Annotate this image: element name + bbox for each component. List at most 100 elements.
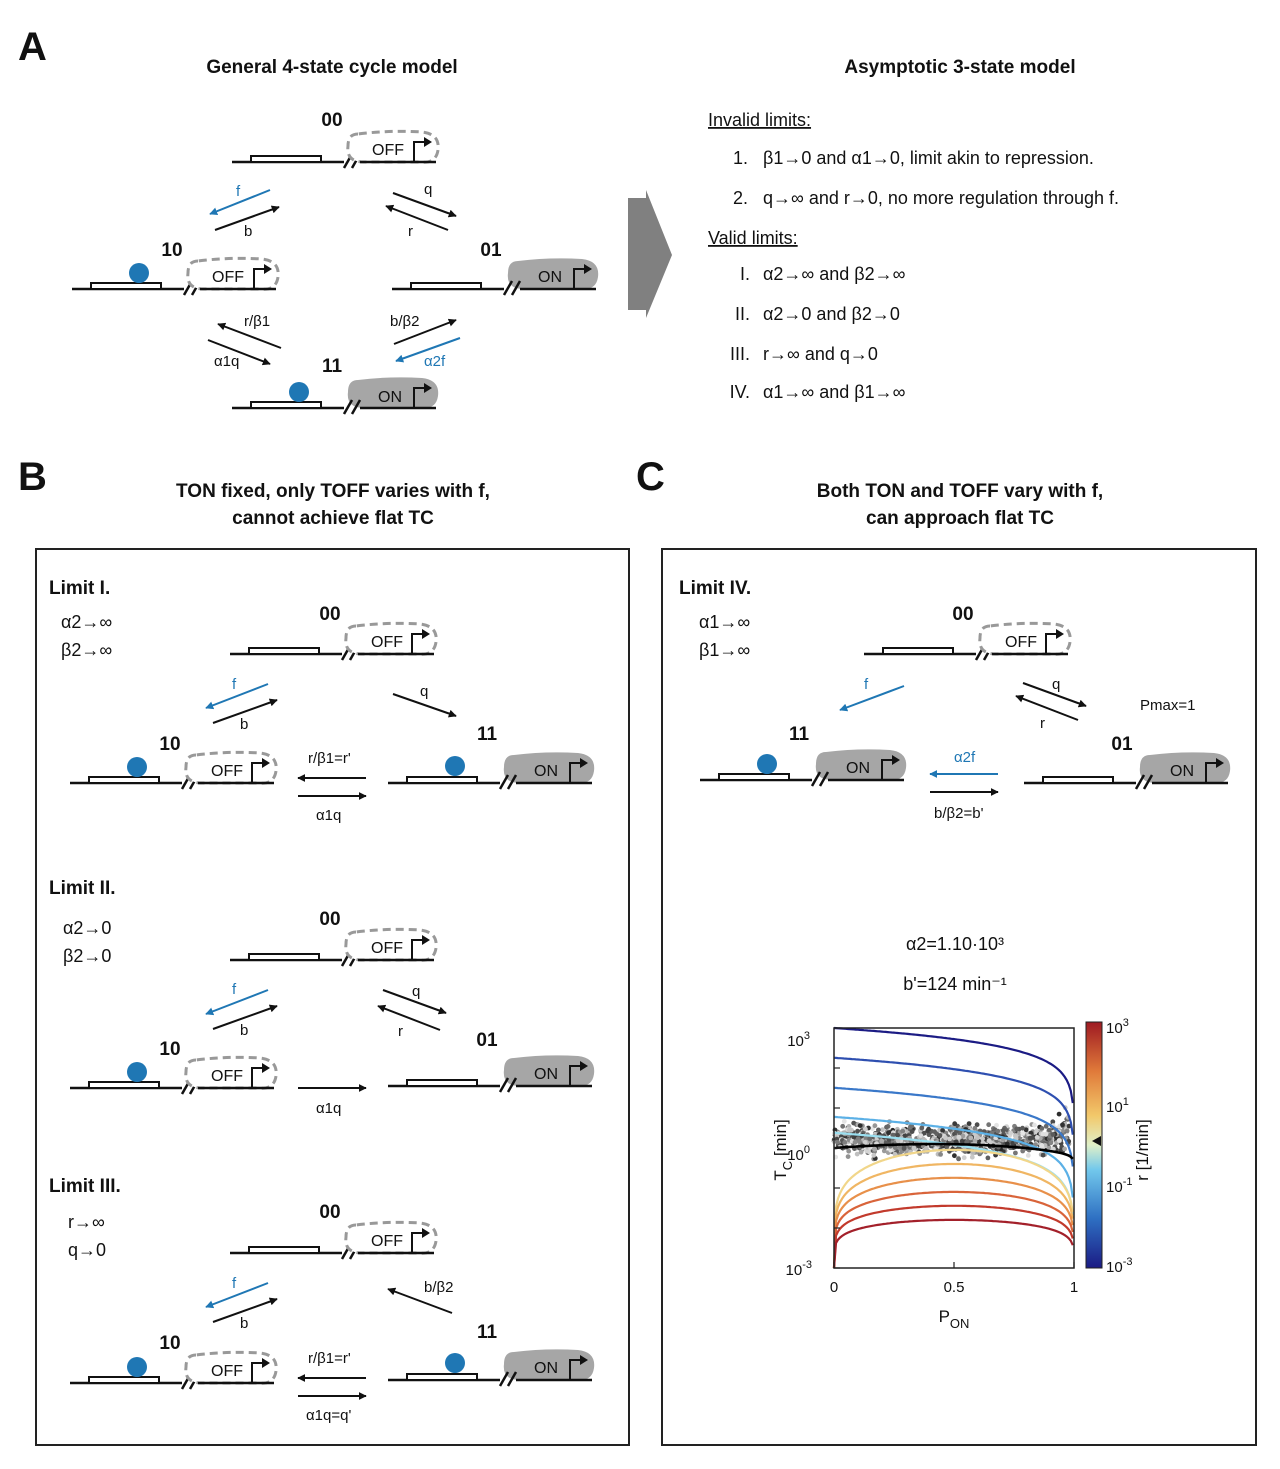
state-11: 11 — [477, 1322, 498, 1343]
scatter-point — [854, 1151, 860, 1157]
scatter-point — [972, 1138, 978, 1144]
off-label: OFF — [371, 634, 403, 651]
state-11: 11 — [477, 724, 498, 745]
scatter-point — [1040, 1131, 1046, 1137]
scatter-point — [1050, 1132, 1056, 1137]
scatter-point — [1010, 1140, 1016, 1146]
data-scatter — [831, 1105, 1072, 1162]
scatter-point — [872, 1146, 878, 1152]
scatter-point — [1000, 1128, 1006, 1133]
scatter-point — [1030, 1135, 1036, 1140]
scatter-point — [890, 1132, 896, 1138]
scatter-point — [1043, 1123, 1049, 1129]
rate-q: q — [412, 983, 420, 1000]
on-label: ON — [534, 1360, 558, 1377]
y-tick-1e3: 103 — [787, 1030, 810, 1050]
rate-f: f — [236, 183, 241, 200]
arrow-r — [385, 204, 449, 231]
scatter-point — [1056, 1138, 1062, 1143]
state-10: 10 — [161, 240, 182, 261]
scatter-point — [841, 1118, 847, 1124]
valid-4-num: IV. — [730, 382, 750, 402]
panel-a-right-title: Asymptotic 3-state model — [844, 57, 1075, 78]
scatter-point — [1040, 1152, 1046, 1158]
param-alpha2: α2=1.10·10³ — [906, 934, 1004, 954]
scatter-point — [926, 1126, 931, 1132]
invalid-1-text: β1→0 and α1→0, limit akin to repression. — [763, 148, 1094, 168]
scatter-point — [957, 1129, 963, 1135]
scatter-point — [980, 1136, 985, 1142]
valid-3-num: III. — [730, 344, 750, 364]
scatter-point — [932, 1129, 937, 1135]
rate-b-beta2: b/β2 — [424, 1279, 453, 1296]
panel-a-left-title: General 4-state cycle model — [206, 57, 457, 78]
rate-b: b — [240, 1022, 248, 1039]
series-line — [833, 1142, 1074, 1160]
scatter-point — [1013, 1150, 1018, 1156]
scatter-point — [901, 1146, 907, 1151]
scatter-point — [886, 1130, 891, 1136]
rate-b-prime: b/β2=b' — [934, 805, 984, 822]
x-axis-label: PON — [939, 1307, 970, 1331]
transition-arrow-icon — [628, 190, 672, 318]
invalid-limits-header: Invalid limits: — [708, 110, 811, 130]
panel-a-cycle-diagram: 00 OFF 10 OFF 01 — [72, 110, 599, 415]
scatter-point — [960, 1133, 966, 1139]
scatter-point — [852, 1139, 858, 1145]
arrow-a1q — [207, 339, 271, 366]
x-tick-1: 1 — [1070, 1279, 1078, 1296]
off-label: OFF — [211, 763, 243, 780]
scatter-point — [995, 1128, 1001, 1134]
scatter-point — [1020, 1125, 1025, 1131]
scatter-point — [1020, 1131, 1026, 1136]
scatter-point — [926, 1132, 932, 1138]
series-line — [832, 1218, 1074, 1269]
scatter-point — [1060, 1122, 1065, 1128]
valid-4-text: α1→∞ and β1→∞ — [763, 382, 906, 402]
limit-i-diagram: Limit I. α2→∞ β2→∞ 00 OFF 10 OFF 11 ON — [49, 578, 595, 824]
series-line — [832, 1190, 1074, 1269]
panel-b-title-2: cannot achieve flat TC — [232, 508, 434, 529]
scatter-point — [863, 1126, 868, 1132]
limit-ii-diagram: Limit II. α2→0 β2→0 00 OFF 10 OFF 01 ON — [49, 878, 595, 1117]
scatter-point — [871, 1152, 877, 1158]
state-10: 10 — [159, 1333, 180, 1354]
limit-ii-name: Limit II. — [49, 878, 116, 899]
scatter-point — [919, 1125, 925, 1131]
valid-2-text: α2→0 and β2→0 — [763, 304, 900, 324]
scatter-point — [858, 1149, 864, 1155]
pmax-label: Pmax=1 — [1140, 697, 1195, 714]
rate-b: b — [240, 1315, 248, 1332]
arrow-q — [392, 192, 457, 218]
panel-b-title-1: TON fixed, only TOFF varies with f, — [176, 481, 490, 502]
on-label: ON — [534, 1066, 558, 1083]
rate-b: b — [240, 716, 248, 733]
scatter-point — [864, 1148, 870, 1154]
limit-ii-cond1: α2→0 — [63, 918, 111, 938]
limit-iv-diagram: Limit IV. α1→∞ β1→∞ 00 OFF 11 ON 01 ON — [679, 578, 1231, 822]
scatter-point — [857, 1139, 862, 1144]
scatter-point — [975, 1135, 981, 1141]
scatter-point — [1062, 1146, 1067, 1152]
scatter-point — [956, 1156, 961, 1162]
rate-a1q: α1q — [214, 353, 239, 370]
limit-i-cond1: α2→∞ — [61, 612, 112, 632]
valid-2-num: II. — [735, 304, 750, 324]
scatter-point — [847, 1127, 852, 1133]
scatter-point — [909, 1129, 915, 1134]
panel-c-frame — [661, 548, 1257, 1446]
scatter-point — [1014, 1126, 1020, 1132]
panel-c-letter: C — [636, 455, 665, 499]
scatter-point — [862, 1140, 868, 1145]
scatter-point — [986, 1138, 992, 1144]
rate-f: f — [864, 676, 869, 693]
scatter-point — [1039, 1143, 1045, 1148]
cbar-tick-1e1: 101 — [1106, 1096, 1129, 1116]
rate-q-prime: α1q=q' — [306, 1407, 351, 1424]
rate-f: f — [232, 981, 237, 998]
state-00: 00 — [319, 1202, 340, 1223]
scatter-point — [895, 1138, 901, 1144]
model-curves — [832, 1026, 1074, 1269]
scatter-point — [976, 1138, 982, 1144]
scatter-point — [956, 1134, 962, 1140]
